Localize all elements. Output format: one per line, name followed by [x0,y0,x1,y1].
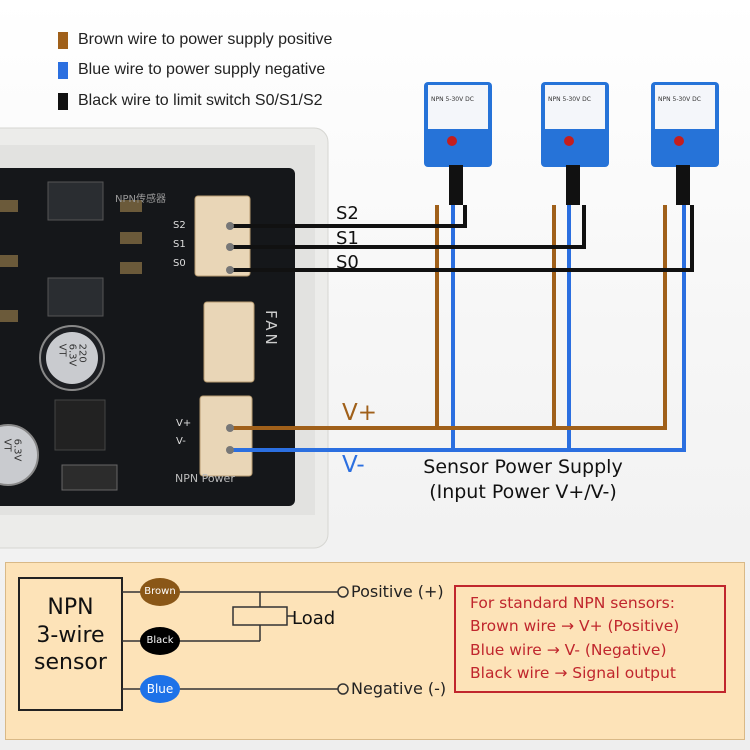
supply-line-1: Sensor Power Supply [423,456,623,478]
legend-blue: Blue wire to power supply negative [58,61,325,79]
note-line-2: Blue wire → V- (Negative) [470,640,667,659]
brown-swatch [58,31,68,49]
sensor-cable [676,165,690,205]
sensor-3-label: NPN 5-30V DC [658,96,701,103]
capacitor-top [46,332,98,384]
wire-label-s1: S1 [336,228,359,249]
black-swatch [58,92,68,110]
note-title: For standard NPN sensors: [470,594,675,612]
board-chip [47,181,104,221]
sensor-3 [651,82,719,167]
pin [226,243,234,251]
sensor-cable [449,165,463,205]
sensor-line-1: NPN [47,595,94,620]
sensor-1 [424,82,492,167]
smd-part [0,200,18,212]
board-ic [54,399,106,451]
board-power-label: NPN Power [175,472,235,485]
sensor-2-label: NPN 5-30V DC [548,96,591,103]
board-fan-label: FAN [262,310,280,348]
signal-connector [194,195,251,277]
fan-connector [203,301,255,383]
legend-black-text: Black wire to limit switch S0/S1/S2 [78,92,323,109]
smd-part [0,310,18,322]
smd-part [0,255,18,267]
wire-label-vplus: V+ [342,400,378,426]
board-pin-s0: S0 [173,258,186,269]
note-line-3: Black wire → Signal output [470,663,676,682]
sensor-2 [541,82,609,167]
legend-brown: Brown wire to power supply positive [58,31,332,49]
capacitor-text: 220 6.3V VT [56,343,88,367]
board-pin-vminus: V- [176,436,186,447]
power-connector [199,395,253,477]
pin [226,266,234,274]
board-pin-s1: S1 [173,239,186,250]
note-line-1: Brown wire → V+ (Positive) [470,617,680,636]
pin [226,222,234,230]
supply-caption: Sensor Power Supply (Input Power V+/V-) [388,455,658,504]
legend-brown-text: Brown wire to power supply positive [78,31,333,48]
smd-part [120,200,142,212]
board-switch [61,464,118,491]
smd-part [120,232,142,244]
black-badge-label: Black [146,635,174,646]
load-label: Load [292,608,336,629]
capacitor-text-2: 6.3V VT [1,438,23,462]
wire-label-s2: S2 [336,203,359,224]
board-pin-vplus: V+ [176,418,192,429]
pin [226,446,234,454]
brown-badge-label: Brown [144,586,176,597]
blue-badge-label: Blue [146,682,174,696]
board-chip [47,277,104,317]
blue-swatch [58,61,68,79]
legend-blue-text: Blue wire to power supply negative [78,61,326,78]
board-pin-s2: S2 [173,220,186,231]
note-text: For standard NPN sensors: Brown wire → V… [470,592,679,685]
wire-label-vminus: V- [342,452,365,478]
sensor-cable [566,165,580,205]
sensor-box-text: NPN 3-wire sensor [19,594,122,677]
sensor-line-3: sensor [34,650,107,675]
pin [226,424,234,432]
capacitor [0,424,39,486]
smd-part [120,262,142,274]
positive-label: Positive (+) [351,582,444,601]
supply-line-2: (Input Power V+/V-) [429,480,617,503]
negative-label: Negative (-) [351,679,447,698]
legend-black: Black wire to limit switch S0/S1/S2 [58,92,323,110]
board-npn-label: NPN传感器 [115,194,166,205]
sensor-1-label: NPN 5-30V DC [431,96,474,103]
wire-label-s0: S0 [336,252,359,273]
sensor-line-2: 3-wire [36,622,105,648]
